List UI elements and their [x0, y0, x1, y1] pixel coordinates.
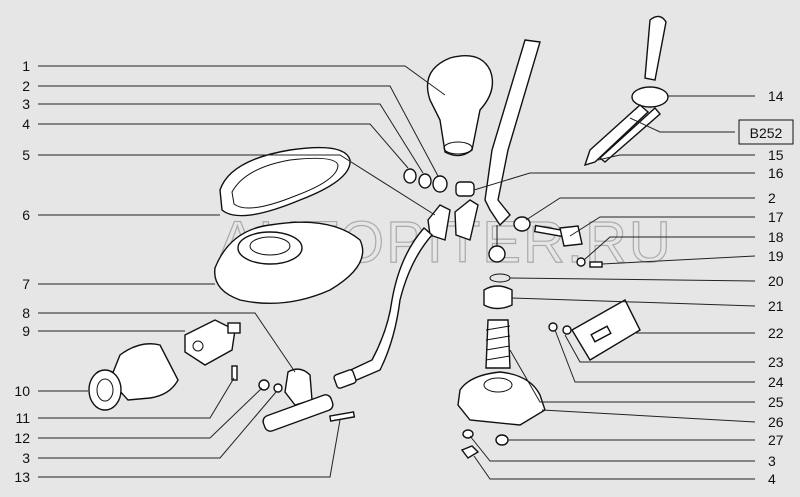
fasteners	[513, 216, 603, 268]
clamp	[258, 368, 356, 432]
joint-and-boot	[88, 319, 241, 411]
leader-line	[541, 409, 756, 423]
callout-label: 16	[768, 165, 784, 181]
callout-label: 12	[14, 430, 30, 446]
leader-line	[601, 255, 756, 265]
callout-label: 17	[768, 209, 784, 225]
plate	[548, 299, 641, 361]
boot-cover	[214, 221, 364, 304]
bushings	[403, 168, 475, 197]
callout-label: 6	[22, 207, 30, 223]
callout-label: 9	[22, 323, 30, 339]
leader-line	[38, 391, 277, 459]
callout-label: 23	[768, 354, 784, 370]
leader-line	[554, 329, 755, 383]
leader-line	[469, 435, 755, 462]
callout-label: 3	[22, 450, 30, 466]
gear-knob	[426, 55, 494, 157]
callout-label: 22	[768, 325, 784, 341]
leader-line	[525, 197, 755, 221]
callout-label: 3	[22, 96, 30, 112]
callout-label: 19	[768, 248, 784, 264]
callout-label: 20	[768, 273, 784, 289]
leader-line	[38, 103, 424, 174]
callout-label: 21	[768, 298, 784, 314]
leader-line	[473, 455, 755, 480]
callout-label: 14	[768, 88, 784, 104]
leader-line	[38, 377, 235, 419]
leader-line	[38, 387, 263, 439]
callout-label: 4	[22, 116, 30, 132]
callout-label: 27	[768, 432, 784, 448]
leader-line	[38, 123, 409, 169]
callout-label: 7	[22, 276, 30, 292]
shift-lever	[484, 39, 541, 263]
inset-assembly	[583, 15, 669, 167]
leader-line	[583, 236, 755, 261]
leader-line	[597, 154, 755, 161]
leader-line	[38, 154, 436, 216]
callout-label: 11	[15, 410, 30, 426]
reference-box-label: B252	[750, 125, 783, 141]
reference-box	[738, 119, 794, 145]
callout-label: 15	[768, 147, 784, 163]
callout-label: 13	[14, 469, 30, 485]
leader-line	[38, 312, 296, 373]
callout-label: 5	[22, 147, 30, 163]
reference-leader	[629, 117, 735, 133]
callout-label: 4	[768, 471, 776, 487]
callout-label: 2	[768, 190, 776, 206]
leader-line	[564, 334, 755, 363]
leader-line	[38, 65, 446, 96]
callout-label: 10	[14, 383, 30, 399]
callout-label: 8	[22, 305, 30, 321]
callout-label: 25	[768, 394, 784, 410]
callout-label: 1	[22, 58, 30, 74]
leader-line	[509, 277, 756, 282]
bracket-rod	[333, 199, 479, 389]
callout-label: 18	[768, 229, 784, 245]
callout-label: 24	[768, 374, 784, 390]
callout-label: 3	[768, 453, 776, 469]
leader-line	[38, 85, 439, 177]
leader-line	[569, 216, 755, 237]
leader-line	[473, 172, 755, 191]
lever-base-stack	[457, 273, 546, 459]
gasket-frame	[219, 146, 351, 217]
leader-line	[38, 419, 341, 478]
callout-label: 2	[22, 78, 30, 94]
leader-line	[511, 297, 756, 307]
leader-line	[509, 349, 755, 403]
callout-label: 26	[768, 414, 784, 430]
